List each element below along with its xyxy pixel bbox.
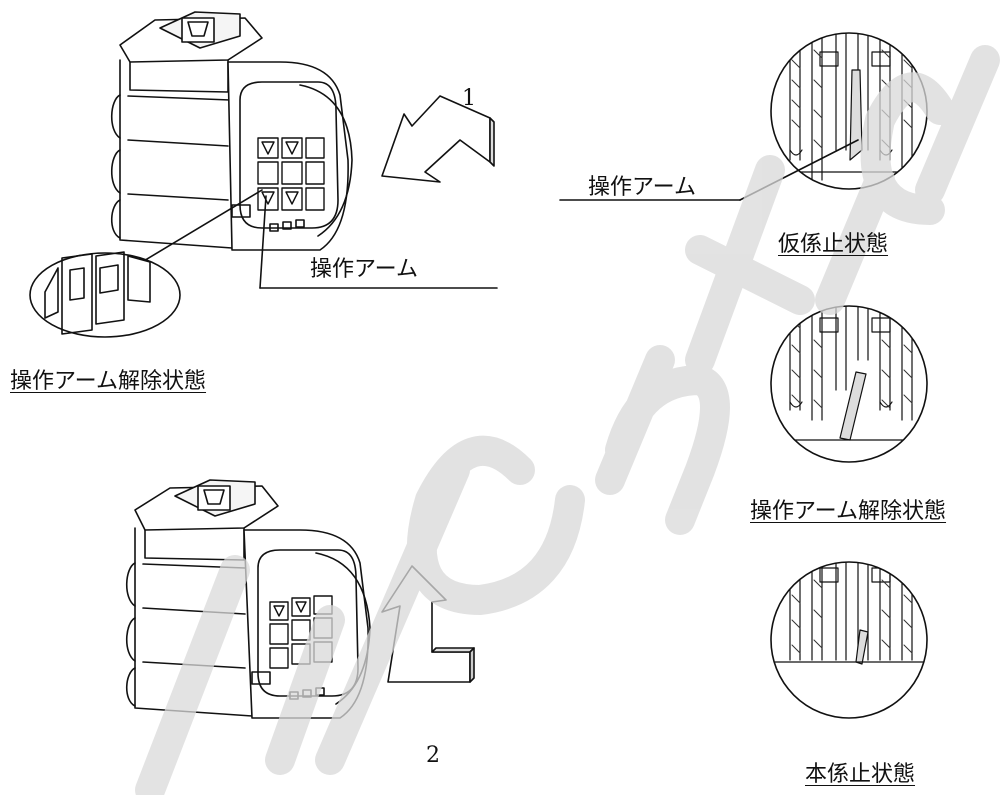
arm-label-left: 操作アーム <box>310 257 419 282</box>
detail-circle-temp-lock <box>770 32 928 190</box>
released-state-label-right: 操作アーム解除状態 <box>750 499 947 524</box>
arm-label-right: 操作アーム <box>588 175 697 200</box>
connector-top-illustration <box>110 11 353 251</box>
detail-circle-full-lock <box>770 561 928 719</box>
connector-bottom-illustration <box>125 479 371 719</box>
arrow-insert-1 <box>381 95 495 183</box>
temp-lock-label: 仮係止状態 <box>778 232 889 257</box>
detail-circle-released <box>770 305 928 463</box>
magnified-arm-oval <box>29 251 181 338</box>
step-number-1: 1 <box>462 86 476 111</box>
released-state-label-left: 操作アーム解除状態 <box>10 369 207 394</box>
full-lock-label: 本係止状態 <box>805 762 916 787</box>
arrow-insert-2 <box>381 565 475 683</box>
step-number-2: 2 <box>426 743 440 768</box>
